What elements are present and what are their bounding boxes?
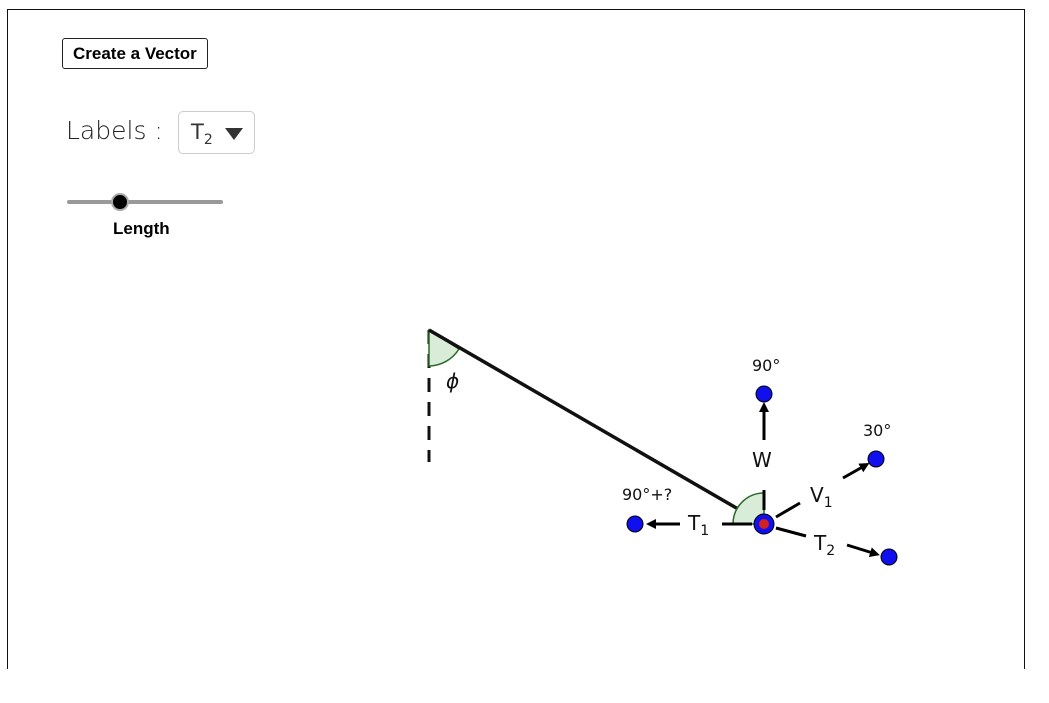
v1-vector-arrow [842,463,870,480]
labels-dropdown[interactable]: T2 [178,111,255,154]
v1-angle-label: 30° [863,421,891,440]
v1-vector-label: V1 [810,483,833,511]
v1-vector-stub [775,501,801,519]
length-slider-track[interactable] [67,200,223,204]
t2-vector-arrow [846,543,880,557]
t1-angle-label: 90°+? [622,485,672,504]
t1-vector-handle[interactable] [626,515,644,533]
labels-caption: Labels : [66,116,163,145]
w-vector-label: W [752,448,772,472]
knot-angle-arc [732,492,765,525]
create-vector-button[interactable]: Create a Vector [62,38,208,69]
t2-vector-stub [775,526,807,538]
labels-dropdown-value: T2 [191,120,213,149]
applet-frame [7,9,1025,669]
rope-line [428,328,765,526]
t2-vector-handle[interactable] [880,548,898,566]
chevron-down-icon [225,128,243,140]
length-slider-handle[interactable] [111,193,130,211]
length-slider-label: Length [113,219,170,238]
w-vector-handle[interactable] [755,385,773,403]
t1-vector-label: T1 [687,511,709,539]
v1-vector-handle[interactable] [867,450,885,468]
angle-phi-arc [428,328,461,367]
w-angle-label: 90° [752,356,780,375]
t2-vector-label: T2 [813,531,835,559]
angle-phi-label: ϕ [446,369,459,393]
knot-center [759,519,769,529]
